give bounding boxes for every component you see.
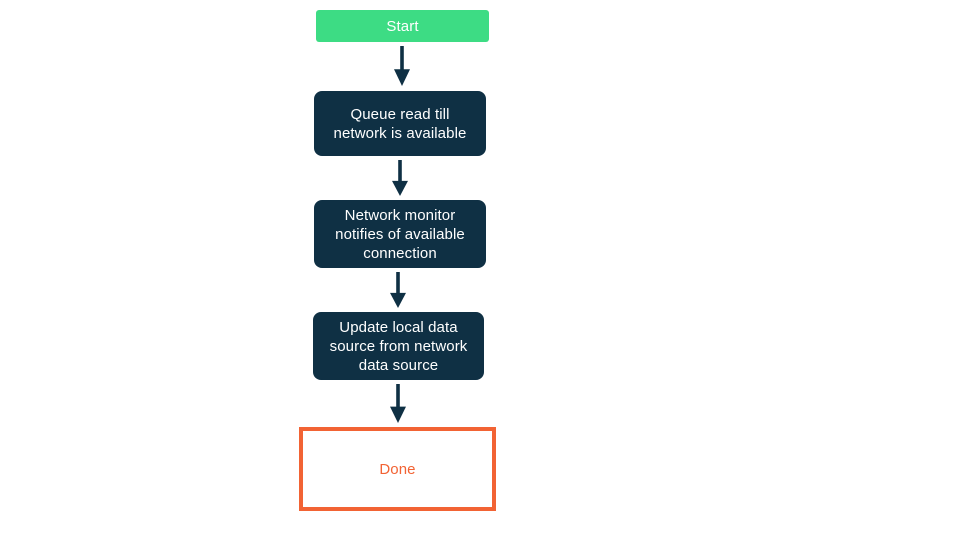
- flow-node-label: Queue read till network is available: [333, 105, 467, 142]
- down-arrow-icon: [387, 272, 409, 308]
- down-arrow-icon: [391, 46, 413, 86]
- down-arrow-icon: [389, 160, 411, 196]
- flow-node-network-monitor[interactable]: Network monitor notifies of available co…: [314, 200, 486, 268]
- down-arrow-icon: [387, 384, 409, 423]
- flow-node-queue-read[interactable]: Queue read till network is available: [314, 91, 486, 156]
- flow-node-label: Start: [386, 17, 419, 35]
- flow-node-label: Network monitor notifies of available co…: [335, 206, 465, 262]
- flow-node-label: Update local data source from network da…: [329, 318, 468, 374]
- flow-node-label: Done: [379, 460, 416, 478]
- flow-node-done[interactable]: Done: [299, 427, 496, 511]
- flow-node-start[interactable]: Start: [316, 10, 489, 42]
- flow-node-update-local[interactable]: Update local data source from network da…: [313, 312, 484, 380]
